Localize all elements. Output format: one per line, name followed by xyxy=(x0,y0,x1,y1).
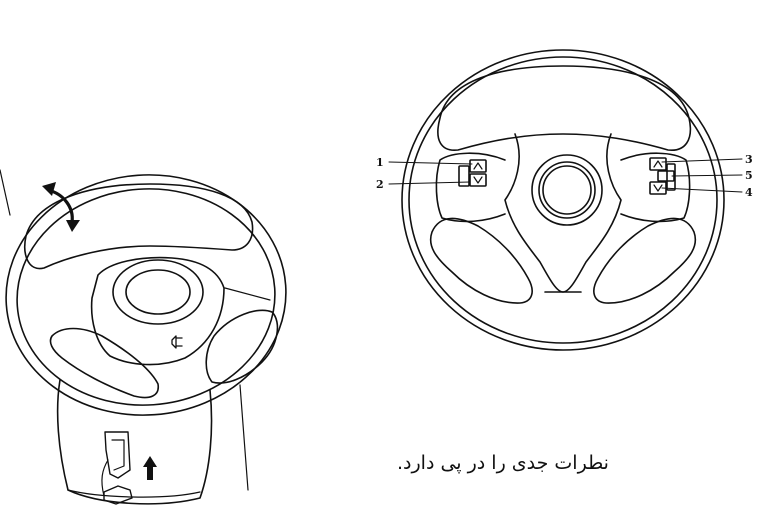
column-lever-slot xyxy=(104,431,131,479)
angled-steering-wheel xyxy=(0,169,287,505)
angled-wheel-rim-inner xyxy=(16,188,276,406)
callout-2: 2 xyxy=(376,178,384,191)
callout-3: 3 xyxy=(745,153,753,166)
callout-1: 1 xyxy=(376,156,384,169)
leader-line-2 xyxy=(388,181,471,185)
up-arrow-icon xyxy=(143,456,157,480)
angled-wheel-rim xyxy=(5,174,287,416)
right-control-buttons xyxy=(649,157,676,195)
horn-icon xyxy=(171,335,183,349)
angled-horn-pad-inner xyxy=(125,269,191,315)
leader-line-4 xyxy=(661,187,743,193)
left-spoke xyxy=(435,152,506,223)
right-spoke-line xyxy=(224,287,271,301)
lever-handle xyxy=(103,485,133,505)
column-bottom-line xyxy=(67,489,201,498)
column-side-right xyxy=(239,384,249,491)
left-control-buttons xyxy=(458,159,487,187)
angled-right-grip xyxy=(205,309,279,384)
angled-left-grip xyxy=(49,327,159,399)
center-horn-pad-core xyxy=(542,165,592,215)
leader-line-3 xyxy=(661,158,743,163)
lever-inner xyxy=(111,439,125,471)
figure-caption: نطرات جدی را در پی دارد. xyxy=(397,452,609,474)
wheel-right-lower-grip xyxy=(593,217,697,304)
leader-line-5 xyxy=(671,174,743,177)
wheel-left-lower-grip xyxy=(429,217,533,304)
column-side-left xyxy=(0,169,11,216)
lever-cable xyxy=(101,459,109,497)
angled-horn-pad xyxy=(112,259,204,325)
wheel-outer-rim-inner-edge xyxy=(408,56,718,344)
wheel-outer-rim xyxy=(401,49,725,351)
angled-hub xyxy=(90,256,225,366)
wheel-top-grip xyxy=(437,65,692,151)
angled-top-grip xyxy=(24,183,254,270)
steering-column xyxy=(56,379,213,505)
center-horn-pad-outer xyxy=(531,154,603,226)
center-horn-pad-inner xyxy=(538,161,596,219)
leader-line-1 xyxy=(388,161,473,165)
right-spoke xyxy=(620,152,691,223)
callout-5: 5 xyxy=(745,169,753,182)
callout-4: 4 xyxy=(745,186,753,199)
front-steering-wheel xyxy=(388,49,743,351)
curved-double-arrow-icon xyxy=(42,182,80,232)
